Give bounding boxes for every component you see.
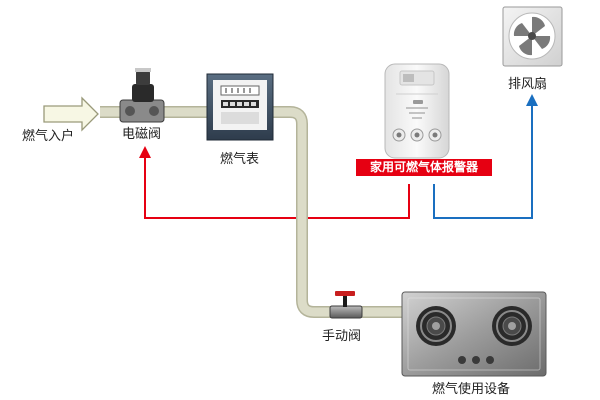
red-arrow-head-icon <box>139 146 151 158</box>
arrow-right-icon <box>43 96 99 132</box>
gas-meter-icon <box>206 73 274 141</box>
manual-valve-label: 手动阀 <box>322 329 362 344</box>
alarm-to-solenoid-signal-line <box>144 152 410 219</box>
exhaust-fan-icon <box>502 6 563 67</box>
gas-pipe <box>100 107 410 317</box>
gas-inlet-label: 燃气入户 <box>22 129 75 144</box>
gas-appliance-label: 燃气使用设备 <box>432 382 511 397</box>
solenoid-valve-label: 电磁阀 <box>122 127 162 142</box>
gas-detector-icon <box>384 63 450 159</box>
solenoid-valve-icon <box>119 68 165 123</box>
gas-meter-label: 燃气表 <box>220 152 260 167</box>
gas-pipe-outline <box>100 106 410 318</box>
exhaust-fan-label: 排风扇 <box>508 77 548 92</box>
gas-alarm-label: 家用可燃气体报警器 <box>356 159 492 176</box>
alarm-to-fan-signal-line <box>433 100 533 219</box>
blue-arrow-head-icon <box>526 94 538 106</box>
gas-stove-icon <box>401 291 547 377</box>
manual-valve-icon <box>329 291 363 319</box>
